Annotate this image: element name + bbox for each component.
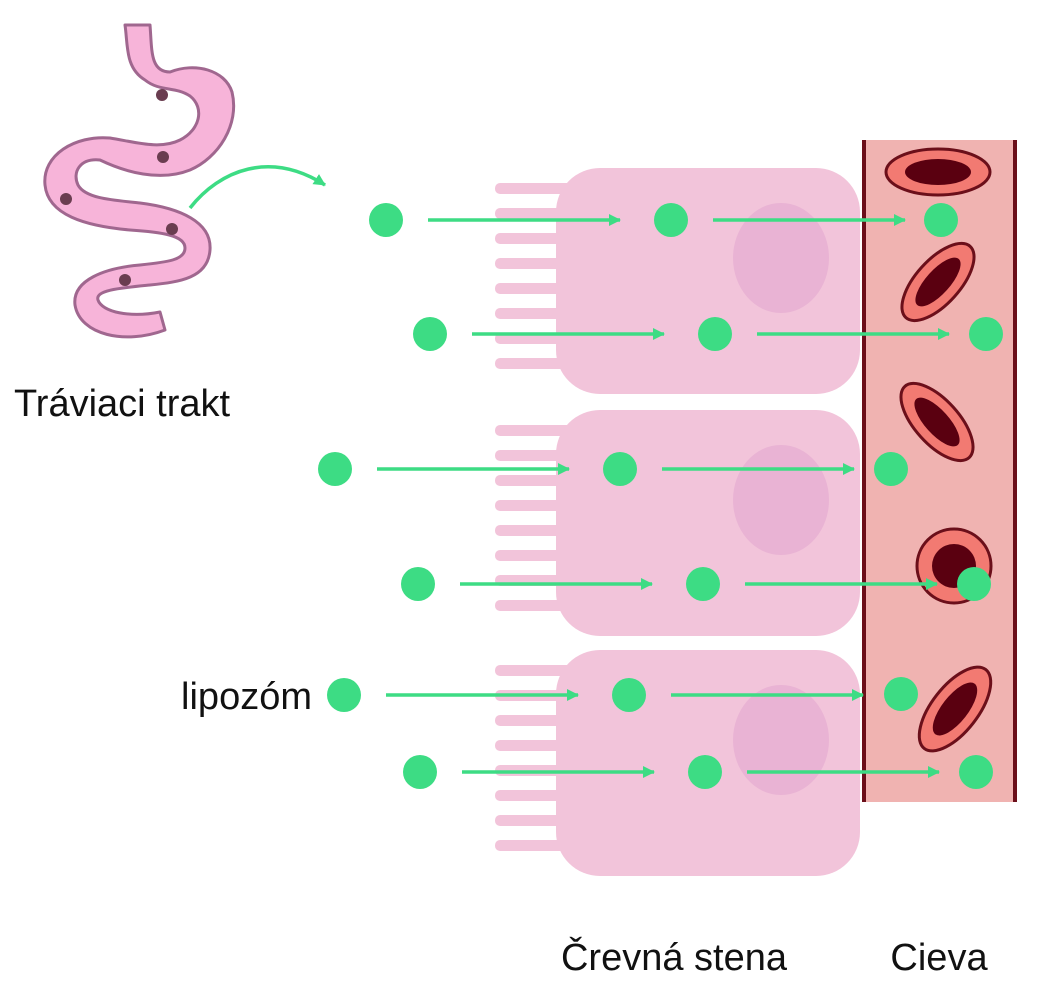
intestinal-wall-label: Črevná stena — [561, 935, 788, 979]
liposome-dot — [698, 317, 732, 351]
liposome-dot — [401, 567, 435, 601]
red-blood-cell-icon — [900, 241, 976, 323]
liposome-dot — [959, 755, 993, 789]
liposome-dot — [369, 203, 403, 237]
liposome-dot — [654, 203, 688, 237]
liposome-dot — [413, 317, 447, 351]
digestive-tract-label: Tráviaci trakt — [14, 383, 231, 425]
red-blood-cell-icon — [884, 147, 992, 197]
liposome-dot — [686, 567, 720, 601]
vessel-label: Cieva — [890, 937, 988, 979]
liposome-dot — [327, 678, 361, 712]
liposome-dot — [612, 678, 646, 712]
nucleus — [733, 203, 829, 313]
particle-dot — [166, 223, 178, 235]
red-blood-cell-icon — [899, 381, 975, 463]
epithelial-cell — [495, 650, 860, 876]
particle-dot — [60, 193, 72, 205]
liposome-flow — [318, 203, 1003, 789]
liposome-dot — [688, 755, 722, 789]
liposome-label: lipozóm — [181, 676, 312, 718]
nucleus — [733, 685, 829, 795]
epithelial-cell — [495, 410, 860, 636]
stomach-intestine-icon — [43, 23, 236, 339]
liposome-dot — [874, 452, 908, 486]
nucleus — [733, 445, 829, 555]
liposome-dot — [957, 567, 991, 601]
epithelial-cell — [495, 168, 860, 394]
intestinal-wall — [495, 168, 860, 876]
liposome-dot — [603, 452, 637, 486]
liposome-dot — [403, 755, 437, 789]
liposome-dot — [884, 677, 918, 711]
curved-arrow — [188, 165, 326, 210]
liposome-dot — [969, 317, 1003, 351]
particle-dot — [157, 151, 169, 163]
red-blood-cell-icon — [917, 665, 993, 753]
particle-dot — [119, 274, 131, 286]
liposome-dot — [924, 203, 958, 237]
particle-dot — [156, 89, 168, 101]
liposome-dot — [318, 452, 352, 486]
